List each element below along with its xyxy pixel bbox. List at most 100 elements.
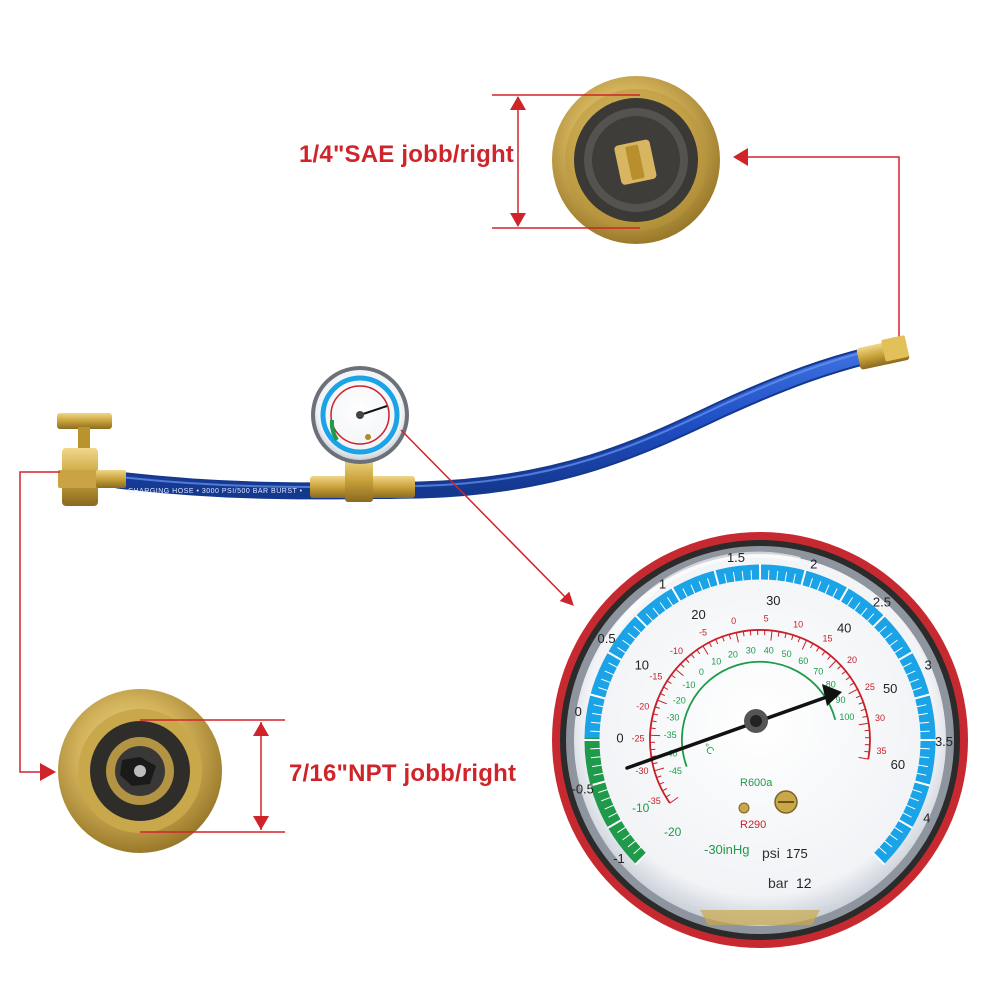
bar-scale-tick [750,570,753,581]
r600a-scale-tick [660,693,666,697]
r290-scale-label: -10 [682,680,695,690]
r600a-scale-tick [801,640,807,650]
r600a-scale-tick [671,674,676,679]
bar-scale-tick [860,607,868,617]
r600a-scale-tick [845,676,851,681]
r290-scale-label: -30 [666,712,679,722]
r600a-scale-tick [654,706,661,709]
bar-scale-tick [589,780,606,787]
r600a-scale-tick [858,701,864,705]
bar-scale-label: 1.5 [727,550,745,565]
r600a-scale-label: 25 [865,682,875,692]
bar-scale-tick [590,747,601,750]
bar-scale-tick [590,730,601,733]
bar-scale-tick [872,614,886,628]
r600a-scale-tick [777,631,780,637]
bar-scale-tick [883,632,893,640]
r600a-scale-tick [652,762,658,765]
r290-scale-label: 80 [826,680,836,690]
vacuum-scale-label: -20 [664,825,682,839]
r290-scale-arc [681,660,837,768]
npt-dimension-marker [140,719,285,833]
bar-scale-tick [741,570,744,581]
r290-scale-label: 60 [798,656,808,666]
bar-scale-tick [617,646,627,654]
bar-scale-label: 2.5 [873,595,891,610]
r600a-scale-tick [791,634,794,641]
r600a-scale-tick [797,637,801,643]
bar-scale-tick [832,588,838,598]
r600a-scale-tick [862,715,868,718]
bar-scale-tick [601,796,611,802]
r600a-scale-label: 30 [875,713,885,723]
r600a-scale-label: -5 [699,627,707,637]
bar-scale-tick [589,693,606,700]
r600a-scale-tick [663,686,669,690]
bar-scale-tick [598,687,608,692]
bar-scale-label: 1 [659,577,666,592]
bar-scale-tick [914,780,931,787]
bar-scale-tick [916,704,927,708]
r600a-scale-tick [860,708,866,712]
bar-scale-tick [816,581,822,591]
bar-scale-tick [617,826,627,834]
bar-scale-tick [898,819,913,829]
refrigerant-label-2: R290 [740,819,766,831]
bar-scale-tick [878,846,887,855]
psi-scale-label: 50 [883,681,897,696]
r600a-scale-tick [770,630,773,641]
bar-scale-tick [590,721,601,724]
bar-scale-tick [839,587,849,602]
psi-scale-label: 20 [691,607,705,622]
r600a-scale-tick [855,695,861,699]
gauge-connector-line [400,429,574,606]
r600a-scale-label: 15 [822,634,832,644]
bar-scale-tick [690,584,696,595]
bar-scale-label: 3.5 [935,734,953,749]
psi-scale-label: 40 [837,621,851,636]
r600a-scale-tick [680,663,685,668]
hose-print-text: CHARGING HOSE • 3000 PSI/500 BAR BURST • [128,488,303,495]
r600a-scale-tick [675,668,684,677]
r600a-scale-tick [821,651,826,656]
r290-scale-label: 20 [728,649,738,659]
r600a-scale-tick [841,670,847,675]
r600a-scale-tick [653,713,659,716]
bar-scale-tick [593,772,604,776]
bar-scale-tick [633,625,642,634]
bar-unit-label: bar [768,875,789,891]
npt-fitting-label: 7/16"NPT jobb/right [289,760,517,787]
bar-scale-label: 3 [924,658,931,673]
bar-scale-label: -0.5 [571,782,593,797]
bar-scale-tick [919,756,930,759]
r600a-scale-tick [651,720,657,723]
bar-scale-tick [917,764,928,768]
r600a-scale-tick [837,665,842,670]
bar-scale-tick [604,670,615,676]
r290-scale-label: -20 [673,695,686,705]
bar-scale-tick [917,712,928,716]
bar-scale-tick [713,569,720,586]
bar-scale-arc [584,564,936,865]
r600a-scale-tick [815,646,820,652]
r600a-scale-tick [666,680,672,685]
bar-scale-tick [878,625,887,634]
r600a-scale-label: 35 [876,746,886,756]
bar-scale-tick [800,569,807,586]
bar-scale-tick [633,846,642,855]
bar-scale-tick [592,712,603,716]
r290-scale-label: 90 [835,695,845,705]
bar-scale-tick [659,602,667,611]
bar-scale-tick [902,662,912,668]
bar-scale-tick [652,607,660,617]
bar-scale-tick [593,704,604,708]
r290-scale-label: 10 [711,657,721,667]
r600a-scale-label: 10 [793,619,803,629]
bar-scale-tick [905,670,916,676]
r600a-scale-tick [656,775,662,779]
r600a-scale-tick [650,727,656,730]
bar-scale-tick [682,588,688,598]
bar-scale-tick [889,833,898,841]
r600a-scale-tick [685,658,690,663]
charging-hose-assembly: CHARGING HOSE • 3000 PSI/500 BAR BURST • [57,335,910,506]
